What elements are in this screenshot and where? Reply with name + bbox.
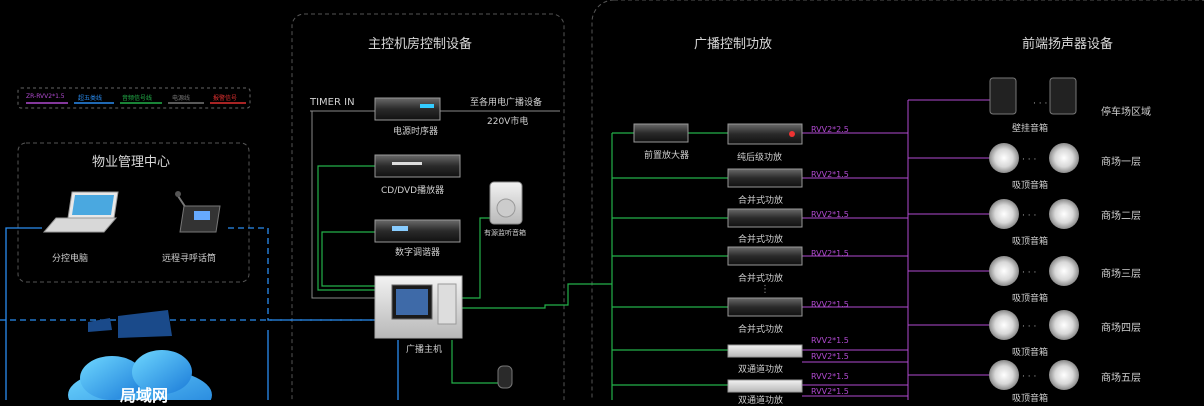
laptop-device [42, 191, 119, 233]
pure-amp-label: 纯后级功放 [737, 153, 783, 163]
mixer-amp-label-3: 合并式功放 [738, 274, 784, 284]
monitor-speaker-label: 有源监听音箱 [484, 229, 526, 237]
mixer-amp-label-4: 合并式功放 [738, 325, 784, 335]
property-frame [17, 142, 250, 283]
cable-label: RVV2*1.5 [811, 170, 849, 179]
ceiling-speaker-label: 吸顶音箱 [1012, 348, 1049, 358]
pure-amp-device [727, 123, 803, 145]
ceiling-speaker-label: 吸顶音箱 [1012, 181, 1049, 191]
mixer-amp-label-2: 合并式功放 [738, 235, 784, 245]
svg-text:· · ·: · · · [1022, 268, 1036, 278]
ceiling-speaker-row-1: · · · [989, 143, 1079, 173]
broadcast-title: 广播控制功放 [694, 37, 773, 52]
power-lines [310, 110, 560, 299]
tuner-device [374, 219, 461, 243]
preamp-label: 前置放大器 [644, 151, 690, 161]
ceiling-speaker-row-3: · · · [989, 256, 1079, 286]
cloud-icon [68, 350, 212, 400]
control-room-frame [291, 13, 565, 400]
svg-text:· · ·: · · · [1022, 322, 1036, 332]
sequencer-label: 电源时序器 [393, 127, 439, 137]
paging-mic-label: 远程寻呼话筒 [162, 254, 217, 264]
cd-player-label: CD/DVD播放器 [381, 186, 445, 196]
mixer-amp-label-1: 合并式功放 [738, 196, 784, 206]
ceiling-speaker-label: 吸顶音箱 [1012, 394, 1049, 404]
sequencer-device [374, 97, 441, 121]
cable-label: RVV2*1.5 [811, 387, 849, 396]
zone-label: 商场二层 [1101, 211, 1141, 222]
wall-speaker-label: 壁挂音箱 [1012, 124, 1049, 134]
mixer-amp-device-4 [727, 297, 803, 317]
pc-label: 分控电脑 [52, 254, 89, 264]
to-power-label: 至各用电广播设备 [470, 98, 543, 108]
legend-cat5: 超五类线 [78, 95, 103, 102]
ceiling-speaker-row-4: · · · [989, 310, 1079, 340]
zone-label: 商场四层 [1101, 323, 1141, 334]
cable-label: RVV2*1.5 [811, 372, 849, 381]
legend-audio: 音频信号线 [122, 95, 153, 102]
ceiling-speaker-row-2: · · · [989, 199, 1079, 229]
mixer-amp-device-2 [727, 208, 803, 228]
svg-text:· · ·: · · · [1022, 372, 1036, 382]
svg-text:· · ·: · · · [1033, 99, 1047, 109]
preamp-device [633, 123, 689, 143]
zone-label: 停车场区域 [1101, 107, 1151, 118]
host-label: 广播主机 [406, 345, 443, 355]
speakers-title: 前端扬声器设备 [1022, 37, 1114, 52]
dual-amp-device-2 [727, 379, 803, 393]
mixer-amp-device-3 [727, 246, 803, 266]
legend-alarm: 报警信号 [213, 95, 238, 102]
legend-rvv: ZR-RVV2*1.5 [26, 93, 65, 100]
audio-lines [317, 132, 728, 400]
property-title: 物业管理中心 [92, 155, 171, 170]
cable-label: RVV2*1.5 [811, 210, 849, 219]
dual-amp-device-1 [727, 344, 803, 358]
timer-in-label: TIMER IN [310, 97, 355, 108]
cable-label: RVV2*1.5 [811, 352, 849, 361]
tuner-label: 数字调谐器 [395, 248, 441, 258]
mains-label: 220V市电 [487, 117, 529, 127]
amplifier-frame [591, 0, 1204, 400]
ceiling-speaker-label: 吸顶音箱 [1012, 237, 1049, 247]
svg-text:⋮: ⋮ [760, 284, 770, 295]
zone-label: 商场一层 [1101, 157, 1141, 168]
wall-speaker-icon: · · · [989, 77, 1077, 115]
monitor-speaker-device [489, 181, 523, 225]
cable-label: RVV2*1.5 [811, 249, 849, 258]
zone-label: 商场三层 [1101, 269, 1141, 280]
legend-power: 电源线 [172, 95, 191, 102]
legend-frame [17, 87, 251, 109]
zone-label: 商场五层 [1101, 373, 1141, 384]
svg-text:· · ·: · · · [1022, 155, 1036, 165]
broadcast-host-device [374, 275, 463, 339]
cable-label: RVV2*2.5 [811, 125, 849, 134]
mixer-amp-device-1 [727, 168, 803, 188]
network-lines [0, 227, 399, 400]
svg-text:· · ·: · · · [1022, 211, 1036, 221]
wireless-wave-icon [88, 310, 172, 338]
ceiling-speaker-row-5: · · · [989, 360, 1079, 390]
cable-label: RVV2*1.5 [811, 336, 849, 345]
speaker-lines [802, 99, 992, 400]
paging-mic-device [175, 191, 221, 233]
cloud-label: 局域网 [120, 386, 169, 405]
cd-player-device [374, 154, 461, 178]
control-room-title: 主控机房控制设备 [368, 37, 473, 52]
dual-amp-label-1: 双通道功放 [738, 365, 784, 375]
cable-label: RVV2*1.5 [811, 300, 849, 309]
microphone-device [497, 365, 513, 389]
ceiling-speaker-label: 吸顶音箱 [1012, 294, 1049, 304]
